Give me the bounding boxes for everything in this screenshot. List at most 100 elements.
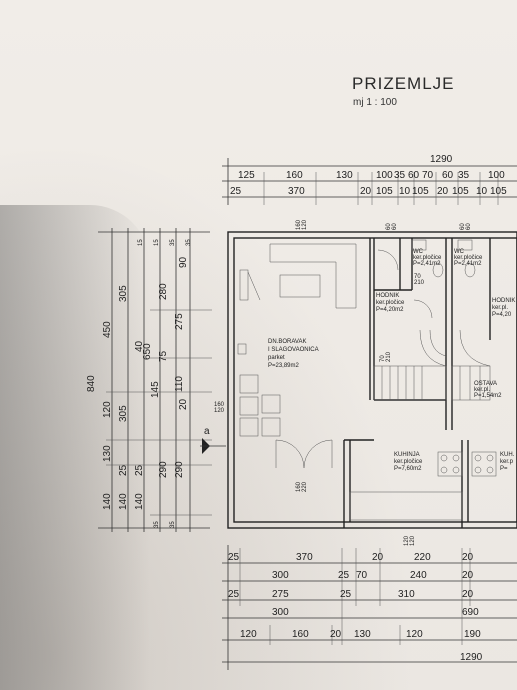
window-top1-w: 160: [296, 219, 302, 230]
dim-bot-r5-4: 120: [406, 629, 423, 640]
dim-left-s-0: 35: [186, 239, 192, 246]
wc2-floor: ker.pločice: [454, 255, 483, 261]
room-labels: DN.BORAVAK I SLAGOVAONICA parket P=23,89…: [268, 249, 515, 472]
dim-left-c4-2: 75: [158, 350, 169, 362]
dim-bot-r3-0: 25: [228, 589, 240, 600]
door-kitchen-w: 120: [404, 535, 410, 546]
dim-top-r2-5: 105: [412, 186, 429, 197]
dim-top-r2-4: 10: [399, 186, 411, 197]
dim-left-s-2: 15: [154, 239, 160, 246]
left-dimensions: 840 450 120 130 140 305 305 25 140 40 65…: [86, 228, 212, 532]
hall-area: P=4,20m2: [376, 307, 404, 313]
kitchen-floor: ker.pločice: [394, 459, 423, 465]
dim-top-r1-1: 160: [286, 170, 303, 181]
living-name: DN.BORAVAK: [268, 339, 306, 345]
door-hall-w: 70: [414, 274, 421, 280]
dim-top-r1-2: 130: [336, 170, 353, 181]
kitchen-area: P=7,60m2: [394, 466, 422, 472]
dim-top-r1-6: 70: [422, 170, 434, 181]
window-left-w: 160: [214, 402, 225, 408]
dim-bot-r5-2: 20: [330, 629, 342, 640]
window-top2-h: 60: [392, 223, 398, 230]
dim-top-r2-7: 105: [452, 186, 469, 197]
dim-top-r2-8: 10: [476, 186, 488, 197]
dim-top-total: 1290: [430, 154, 453, 165]
furniture: [237, 239, 497, 521]
dim-top-r1-0: 125: [238, 170, 255, 181]
window-top3-w: 60: [460, 223, 466, 230]
dim-bot-r2-0: 300: [272, 570, 289, 581]
dim-bot-r3-1: 275: [272, 589, 289, 600]
dim-bot-r1-2: 20: [372, 552, 384, 563]
door-kitchen-h: 120: [410, 535, 416, 546]
door-stairs-w: 70: [380, 355, 386, 362]
wc1-name: WC: [413, 249, 424, 255]
dim-top-r1-8: 35: [458, 170, 470, 181]
dim-bot-r4-0: 300: [272, 607, 289, 618]
dim-left-c3-4: 140: [134, 493, 145, 510]
wc1-floor: ker.pločice: [413, 255, 442, 261]
storage-name: OSTAVA: [474, 381, 497, 387]
dim-bot-r2-2: 70: [356, 570, 368, 581]
dim-left-c2-0: 305: [118, 285, 129, 302]
dim-left-c2-1: 305: [118, 405, 129, 422]
dim-bot-r3-3: 310: [398, 589, 415, 600]
dim-left-s-4: 35: [170, 521, 176, 528]
window-top3-h: 60: [466, 223, 472, 230]
window-top2-w: 60: [386, 223, 392, 230]
hall-floor: ker.pločice: [376, 300, 405, 306]
dim-bot-r2-1: 25: [338, 570, 350, 581]
storage-area: P=1,54m2: [474, 393, 502, 399]
kitchen-name: KUHINJA: [394, 452, 420, 458]
living-floor: parket: [268, 355, 285, 361]
dim-bot-r2-3: 240: [410, 570, 427, 581]
living-area: P=23,89m2: [268, 363, 300, 369]
dim-left-c1-1: 120: [102, 401, 113, 418]
drawing-scale: mj 1 : 100: [353, 97, 397, 108]
dim-top-r2-0: 25: [230, 186, 242, 197]
dim-bot-r1-3: 220: [414, 552, 431, 563]
dim-top-r1-9: 100: [488, 170, 505, 181]
kitchen2-name: KUH.: [500, 452, 515, 458]
shadow-overlay: [0, 205, 150, 690]
dim-left-c3-3: 25: [134, 464, 145, 476]
dim-left-c1-3: 140: [102, 493, 113, 510]
section-mark: a: [200, 426, 226, 454]
opening-labels: 160 120 160 220 120 120 70 210 70 210 16…: [214, 219, 472, 546]
dim-left-c5-1: 20: [178, 398, 189, 410]
dim-top-r2-6: 20: [437, 186, 449, 197]
door-bottom-h: 220: [302, 481, 308, 492]
dim-top-r1-5: 60: [408, 170, 420, 181]
dim-left-c5-0: 90: [178, 256, 189, 268]
top-dimensions: 1290 125 160 130 100 35 60 70 60 35 100 …: [222, 154, 517, 205]
kitchen2-floor: ker.p: [500, 459, 514, 465]
dim-bot-r5-1: 160: [292, 629, 309, 640]
door-bottom-w: 160: [296, 481, 302, 492]
dim-bot-r5-5: 190: [464, 629, 481, 640]
dim-left-c5-2: 290: [174, 461, 185, 478]
dim-left-c2-2: 25: [118, 464, 129, 476]
dim-left-c4-0: 280: [158, 283, 169, 300]
dim-bot-r2-4: 20: [462, 570, 474, 581]
dim-bot-r1-0: 25: [228, 552, 240, 563]
dim-top-r2-2: 20: [360, 186, 372, 197]
dim-left-c1-0: 450: [102, 321, 113, 338]
dim-left-s-3: 15: [138, 239, 144, 246]
door-stairs-h: 210: [386, 351, 392, 362]
dim-bot-r4-1: 690: [462, 607, 479, 618]
section-mark-label: a: [204, 426, 210, 437]
bottom-dimensions: 25 370 20 220 20 300 25 70 240 20 25 275…: [222, 545, 517, 670]
dim-bot-r3-2: 25: [340, 589, 352, 600]
dim-top-r2-9: 105: [490, 186, 507, 197]
dim-left-c1-2: 130: [102, 445, 113, 462]
dim-bot-r1-1: 370: [296, 552, 313, 563]
hall2-floor: ker.pl.: [492, 305, 508, 311]
dim-top-r2-3: 105: [376, 186, 393, 197]
dim-left-c3-0: 40: [134, 340, 145, 352]
wc1-area: P=2,41m2: [413, 261, 441, 267]
dim-bot-r3-4: 20: [462, 589, 474, 600]
dim-left-s-5: 35: [154, 521, 160, 528]
living-name2: I SLAGOVAONICA: [268, 347, 319, 353]
